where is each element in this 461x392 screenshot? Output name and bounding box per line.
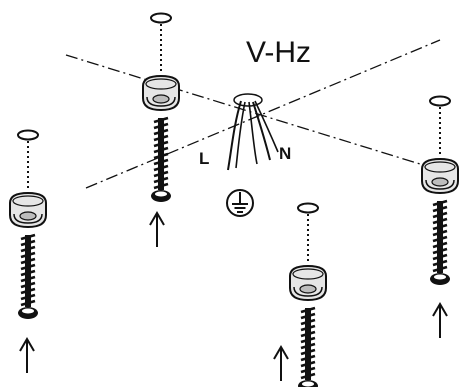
arrow-up-icon	[149, 212, 165, 248]
cable-bundle	[227, 93, 279, 171]
arrow-up-icon	[273, 346, 289, 382]
anchor-assembly-3	[288, 202, 328, 392]
wire-neutral-label: N	[279, 144, 292, 163]
anchor-assembly-1	[141, 12, 181, 204]
voltage-label: V-Hz	[246, 36, 312, 69]
axis-line-b	[85, 39, 441, 189]
wire-live-label: L	[199, 149, 210, 168]
anchor-assembly-2	[8, 129, 48, 321]
ground-symbol-icon	[226, 189, 254, 217]
arrow-up-icon	[432, 303, 448, 339]
arrow-up-icon	[19, 338, 35, 374]
anchor-assembly-4	[420, 95, 460, 287]
